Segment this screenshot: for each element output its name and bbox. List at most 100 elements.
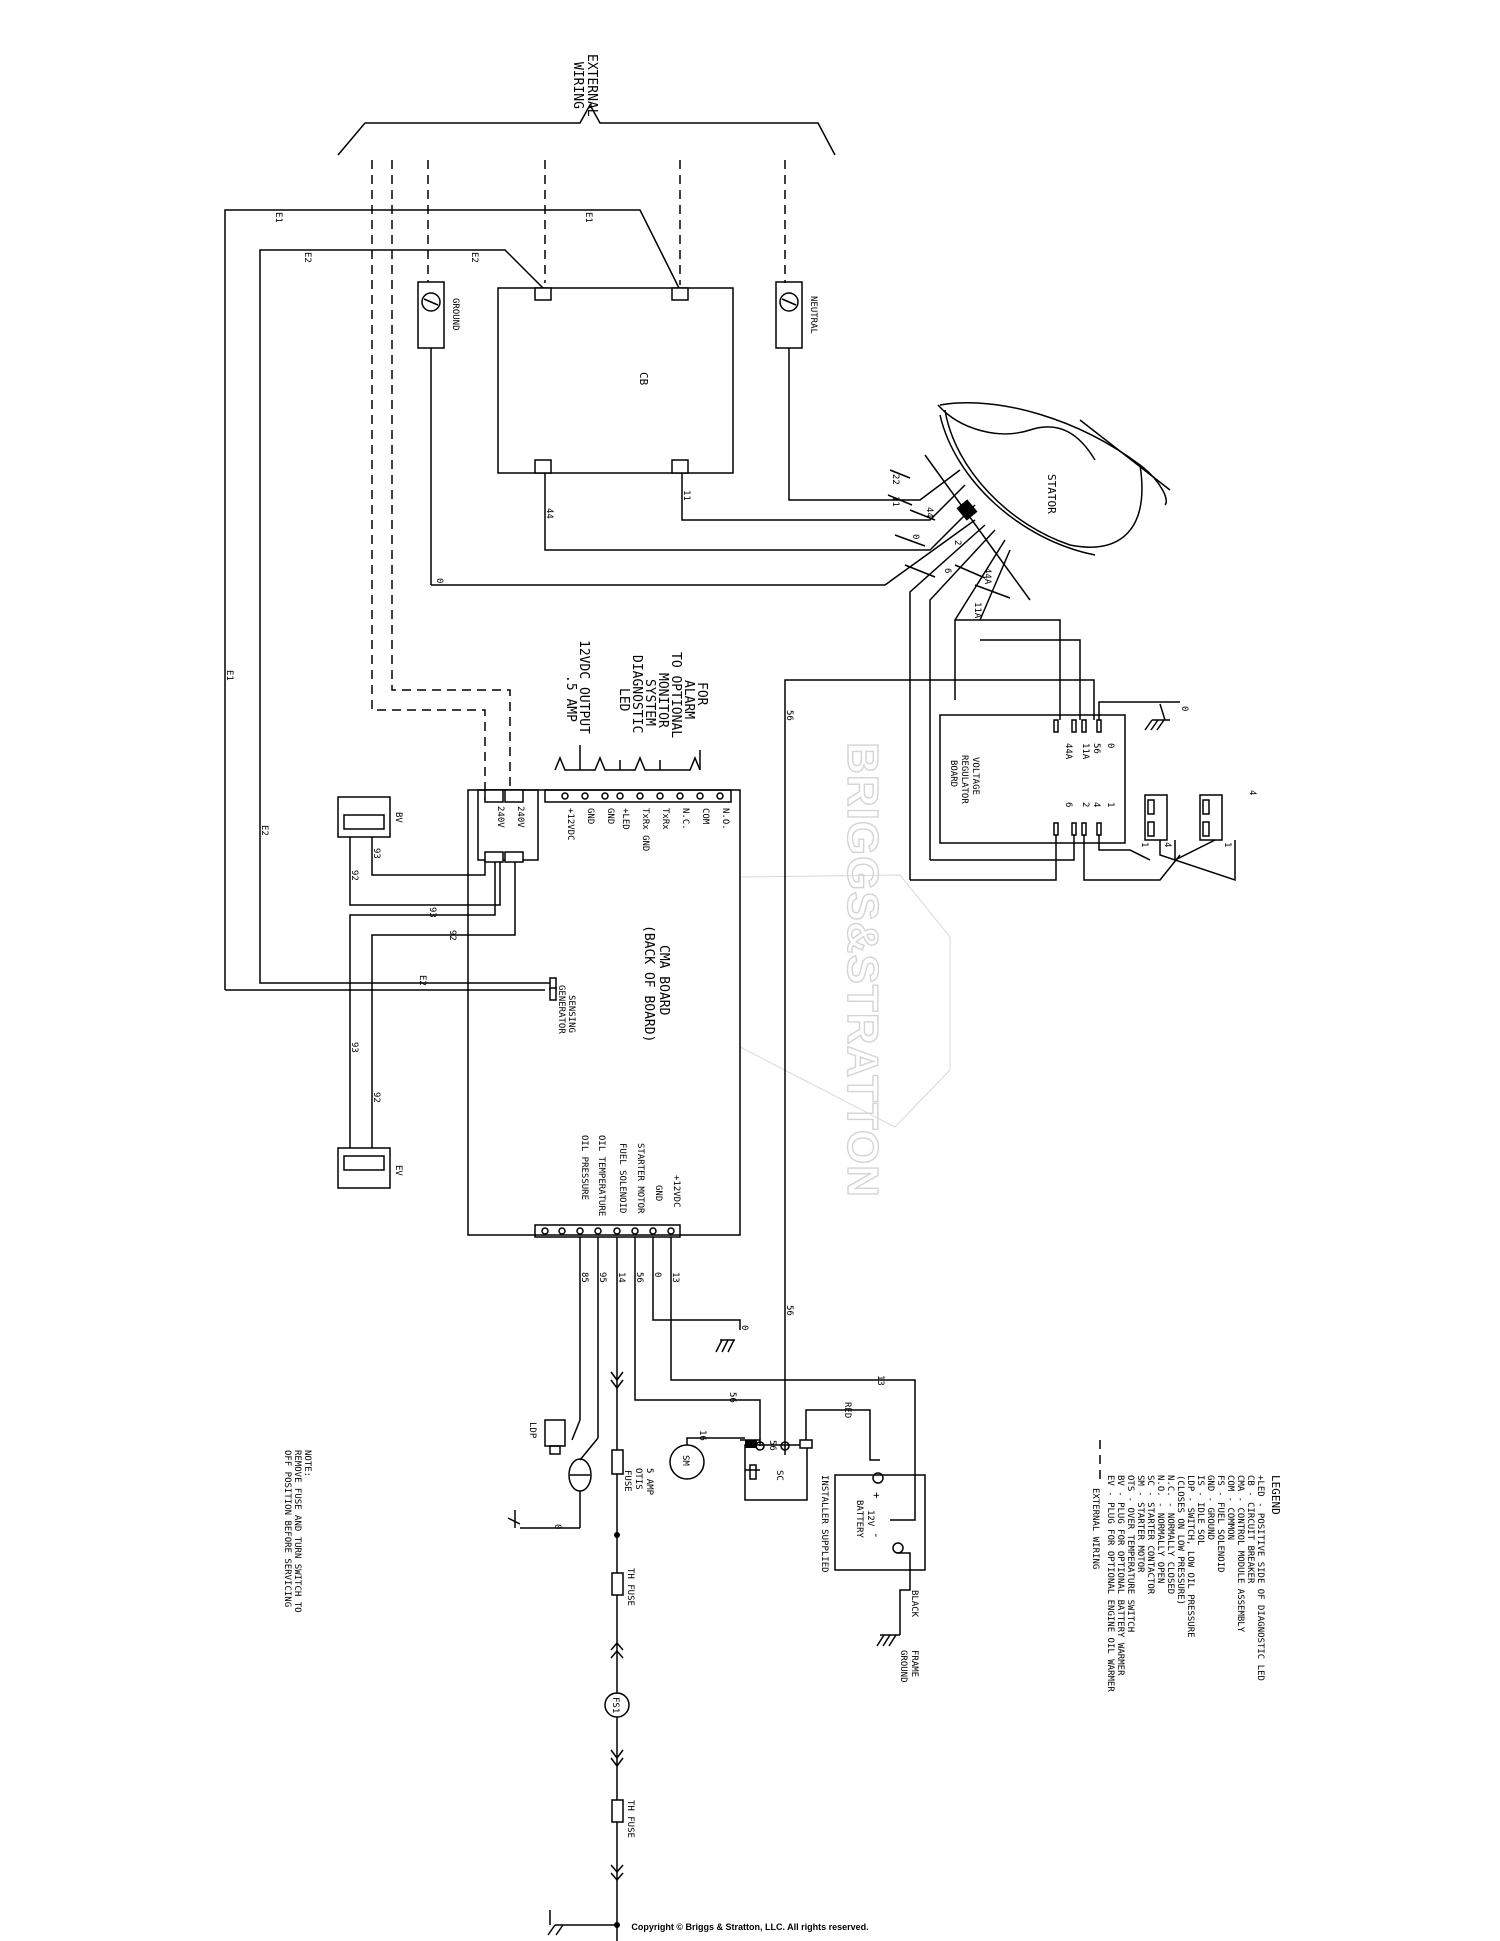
svg-text:92: 92	[349, 870, 359, 881]
svg-text:LED: LED	[616, 688, 631, 712]
ground-terminal: GROUND	[417, 281, 460, 585]
svg-text:NEUTRAL: NEUTRAL	[808, 296, 818, 334]
svg-text:BOARD: BOARD	[948, 760, 958, 787]
svg-text:FUEL SOLENOID: FUEL SOLENOID	[617, 1143, 627, 1213]
svg-text:85: 85	[579, 1272, 589, 1283]
svg-text:95: 95	[597, 1272, 607, 1283]
svg-text:56: 56	[634, 1272, 644, 1283]
svg-text:VOLTAGE: VOLTAGE	[970, 757, 980, 795]
svg-text:GROUND: GROUND	[898, 1650, 908, 1683]
svg-text:93: 93	[371, 848, 381, 859]
external-wiring-label-2: WIRING	[570, 62, 585, 109]
svg-text:4: 4	[1247, 790, 1257, 795]
svg-text:11A: 11A	[972, 602, 982, 619]
svg-text:0: 0	[1105, 743, 1115, 748]
svg-text:+LED: +LED	[620, 808, 630, 830]
svg-text:LDP - SWITCH, LOW OIL PRESSU: LDP - SWITCH, LOW OIL PRESSURE	[1185, 1475, 1195, 1638]
svg-text:0: 0	[652, 1272, 662, 1277]
bv-label: BV	[393, 812, 403, 823]
svg-text:TH FUSE: TH FUSE	[625, 1568, 635, 1606]
svg-text:0: 0	[1179, 706, 1189, 711]
svg-text:93: 93	[349, 1042, 359, 1053]
svg-text:2: 2	[1080, 802, 1090, 807]
svg-text:11A: 11A	[1080, 743, 1090, 760]
svg-text:FUSE: FUSE	[622, 1470, 632, 1492]
legend: LEGEND +LED - POSITIVE SIDE OF DIAGNOSTI…	[1090, 1440, 1282, 1692]
wire-56: 56 56	[784, 679, 1095, 1455]
svg-text:IS - IDLE SOL: IS - IDLE SOL	[1195, 1475, 1205, 1545]
external-wiring-bracket: EXTERNAL WIRING	[337, 54, 836, 156]
svg-text:SENSING: SENSING	[566, 995, 576, 1033]
svg-text:E1: E1	[273, 212, 283, 223]
svg-text:1: 1	[1105, 802, 1115, 807]
svg-text:E1: E1	[583, 212, 593, 223]
svg-text:44: 44	[924, 507, 934, 518]
svg-text:ALARM: ALARM	[681, 680, 696, 719]
svg-text:COM - COMMON: COM - COMMON	[1225, 1475, 1235, 1540]
svg-text:SC - STARTER CONTACTOR: SC - STARTER CONTACTOR	[1145, 1475, 1155, 1595]
svg-text:5 AMP: 5 AMP	[644, 1468, 654, 1496]
svg-text:56: 56	[767, 1440, 777, 1451]
svg-text:44A: 44A	[1063, 743, 1073, 760]
svg-text:OIL TEMPERATURE: OIL TEMPERATURE	[596, 1135, 606, 1216]
svg-text:.5 AMP: .5 AMP	[563, 675, 578, 722]
svg-text:11: 11	[681, 490, 691, 501]
svg-text:CMA - CONTROL MODULE ASSEMBL: CMA - CONTROL MODULE ASSEMBLY	[1235, 1475, 1245, 1633]
svg-text:MONITOR: MONITOR	[655, 673, 670, 728]
svg-text:BV - PLUG FOR OPTIONAL BATT: BV - PLUG FOR OPTIONAL BATTERY WARMER	[1115, 1475, 1125, 1676]
svg-text:1: 1	[1222, 842, 1232, 847]
cma-top-terminal-strip: +12VDC GND GND +LED TxRx GND TxRx N.C. C…	[561, 792, 730, 851]
svg-text:44A: 44A	[982, 568, 992, 585]
svg-text:COM: COM	[700, 808, 710, 825]
svg-text:N.C. - NORMALLY CLOSED: N.C. - NORMALLY CLOSED	[1165, 1475, 1175, 1594]
svg-text:GND: GND	[605, 808, 615, 824]
svg-text:SM: SM	[680, 1455, 690, 1466]
svg-text:6: 6	[942, 568, 952, 573]
fuse-chain: FUSE OTIS 5 AMP TH FUSE FS1 TH FUSE	[547, 1371, 654, 1941]
svg-text:92: 92	[371, 1092, 381, 1103]
external-dashed-leads	[371, 160, 786, 800]
watermark: BRIGGS&STRATTON	[739, 741, 951, 1199]
svg-text:92: 92	[447, 930, 457, 941]
cma-lower-wiring: 85 95 14 56 0 13 0 13 56	[579, 1237, 916, 1521]
svg-text:N.C.: N.C.	[680, 808, 690, 830]
svg-text:SC: SC	[774, 1470, 784, 1481]
svg-text:EV - PLUG FOR OPTIONAL ENGI: EV - PLUG FOR OPTIONAL ENGINE OIL WARMER	[1105, 1475, 1115, 1692]
voltage-regulator-board: VOLTAGE REGULATOR BOARD 44A 11A 56 0 6 2…	[910, 701, 1189, 881]
svg-text:16: 16	[697, 1430, 707, 1441]
svg-text:GND: GND	[653, 1185, 663, 1201]
svg-text:FRAME: FRAME	[909, 1650, 919, 1677]
svg-text:BATTERY: BATTERY	[854, 1500, 864, 1539]
svg-text:14: 14	[616, 1272, 626, 1283]
cma-board-label: CMA BOARD	[656, 945, 671, 1016]
svg-text:OFF POSITION BEFORE SERVICING: OFF POSITION BEFORE SERVICING	[282, 1450, 292, 1607]
svg-text:93: 93	[427, 907, 437, 918]
svg-text:CB - CIRCUIT BREAKER: CB - CIRCUIT BREAKER	[1245, 1475, 1255, 1584]
svg-text:STARTER MOTOR: STARTER MOTOR	[635, 1143, 645, 1214]
svg-text:INSTALLER SUPPLIED: INSTALLER SUPPLIED	[819, 1475, 829, 1573]
external-wiring-label-1: EXTERNAL	[584, 54, 599, 117]
ots-switch: 0	[507, 1378, 599, 1529]
svg-text:GND: GND	[585, 808, 595, 824]
svg-text:4: 4	[1162, 842, 1172, 847]
svg-text:FOR: FOR	[694, 682, 709, 706]
neutral-terminal: NEUTRAL	[775, 281, 818, 349]
svg-text:TxRx: TxRx	[660, 808, 670, 830]
legend-title: LEGEND	[1269, 1475, 1282, 1515]
svg-text:LDP: LDP	[527, 1422, 537, 1439]
copyright: Copyright © Briggs & Stratton, LLC. All …	[631, 1922, 869, 1932]
cma-bottom-terminal-strip: OIL PRESSURE OIL TEMPERATURE FUEL SOLENO…	[541, 1135, 681, 1235]
svg-text:2: 2	[952, 540, 962, 545]
warmer-wiring: BV EV 93 92 93 92 93 92	[337, 796, 516, 1189]
svg-text:12VDC OUTPUT: 12VDC OUTPUT	[576, 640, 591, 734]
svg-text:240V: 240V	[495, 806, 505, 828]
svg-text:E2: E2	[469, 252, 479, 263]
svg-text:4: 4	[1091, 802, 1101, 807]
svg-text:+: +	[870, 1492, 883, 1499]
svg-text:E2: E2	[259, 825, 269, 836]
starter-motor: SM 16	[669, 1430, 745, 1480]
svg-text:SM - STARTER MOTOR: SM - STARTER MOTOR	[1135, 1475, 1145, 1573]
svg-text:SYSTEM: SYSTEM	[642, 679, 657, 726]
svg-text:N.O.: N.O.	[720, 808, 730, 830]
